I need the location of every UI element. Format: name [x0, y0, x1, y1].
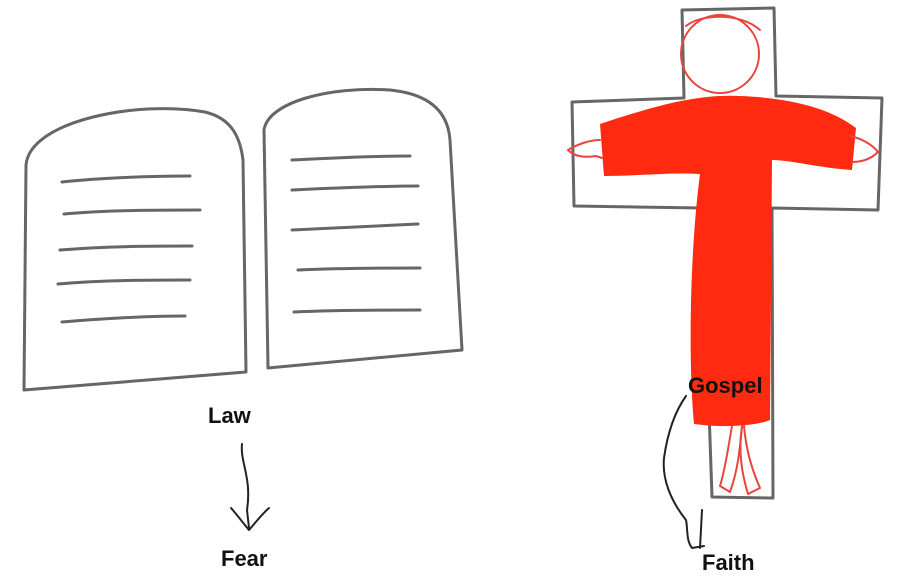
faith-label: Faith: [702, 550, 755, 576]
tablets-of-law-icon: [24, 89, 462, 390]
law-label: Law: [208, 403, 251, 429]
right-tablet: [264, 89, 462, 368]
down-arrow-icon: [231, 444, 269, 530]
figure-legs: [720, 426, 760, 494]
crucifix-icon: [568, 8, 882, 498]
left-tablet: [24, 109, 246, 390]
fear-label: Fear: [221, 546, 267, 572]
gospel-label: Gospel: [688, 373, 763, 399]
figure-head: [681, 15, 760, 93]
